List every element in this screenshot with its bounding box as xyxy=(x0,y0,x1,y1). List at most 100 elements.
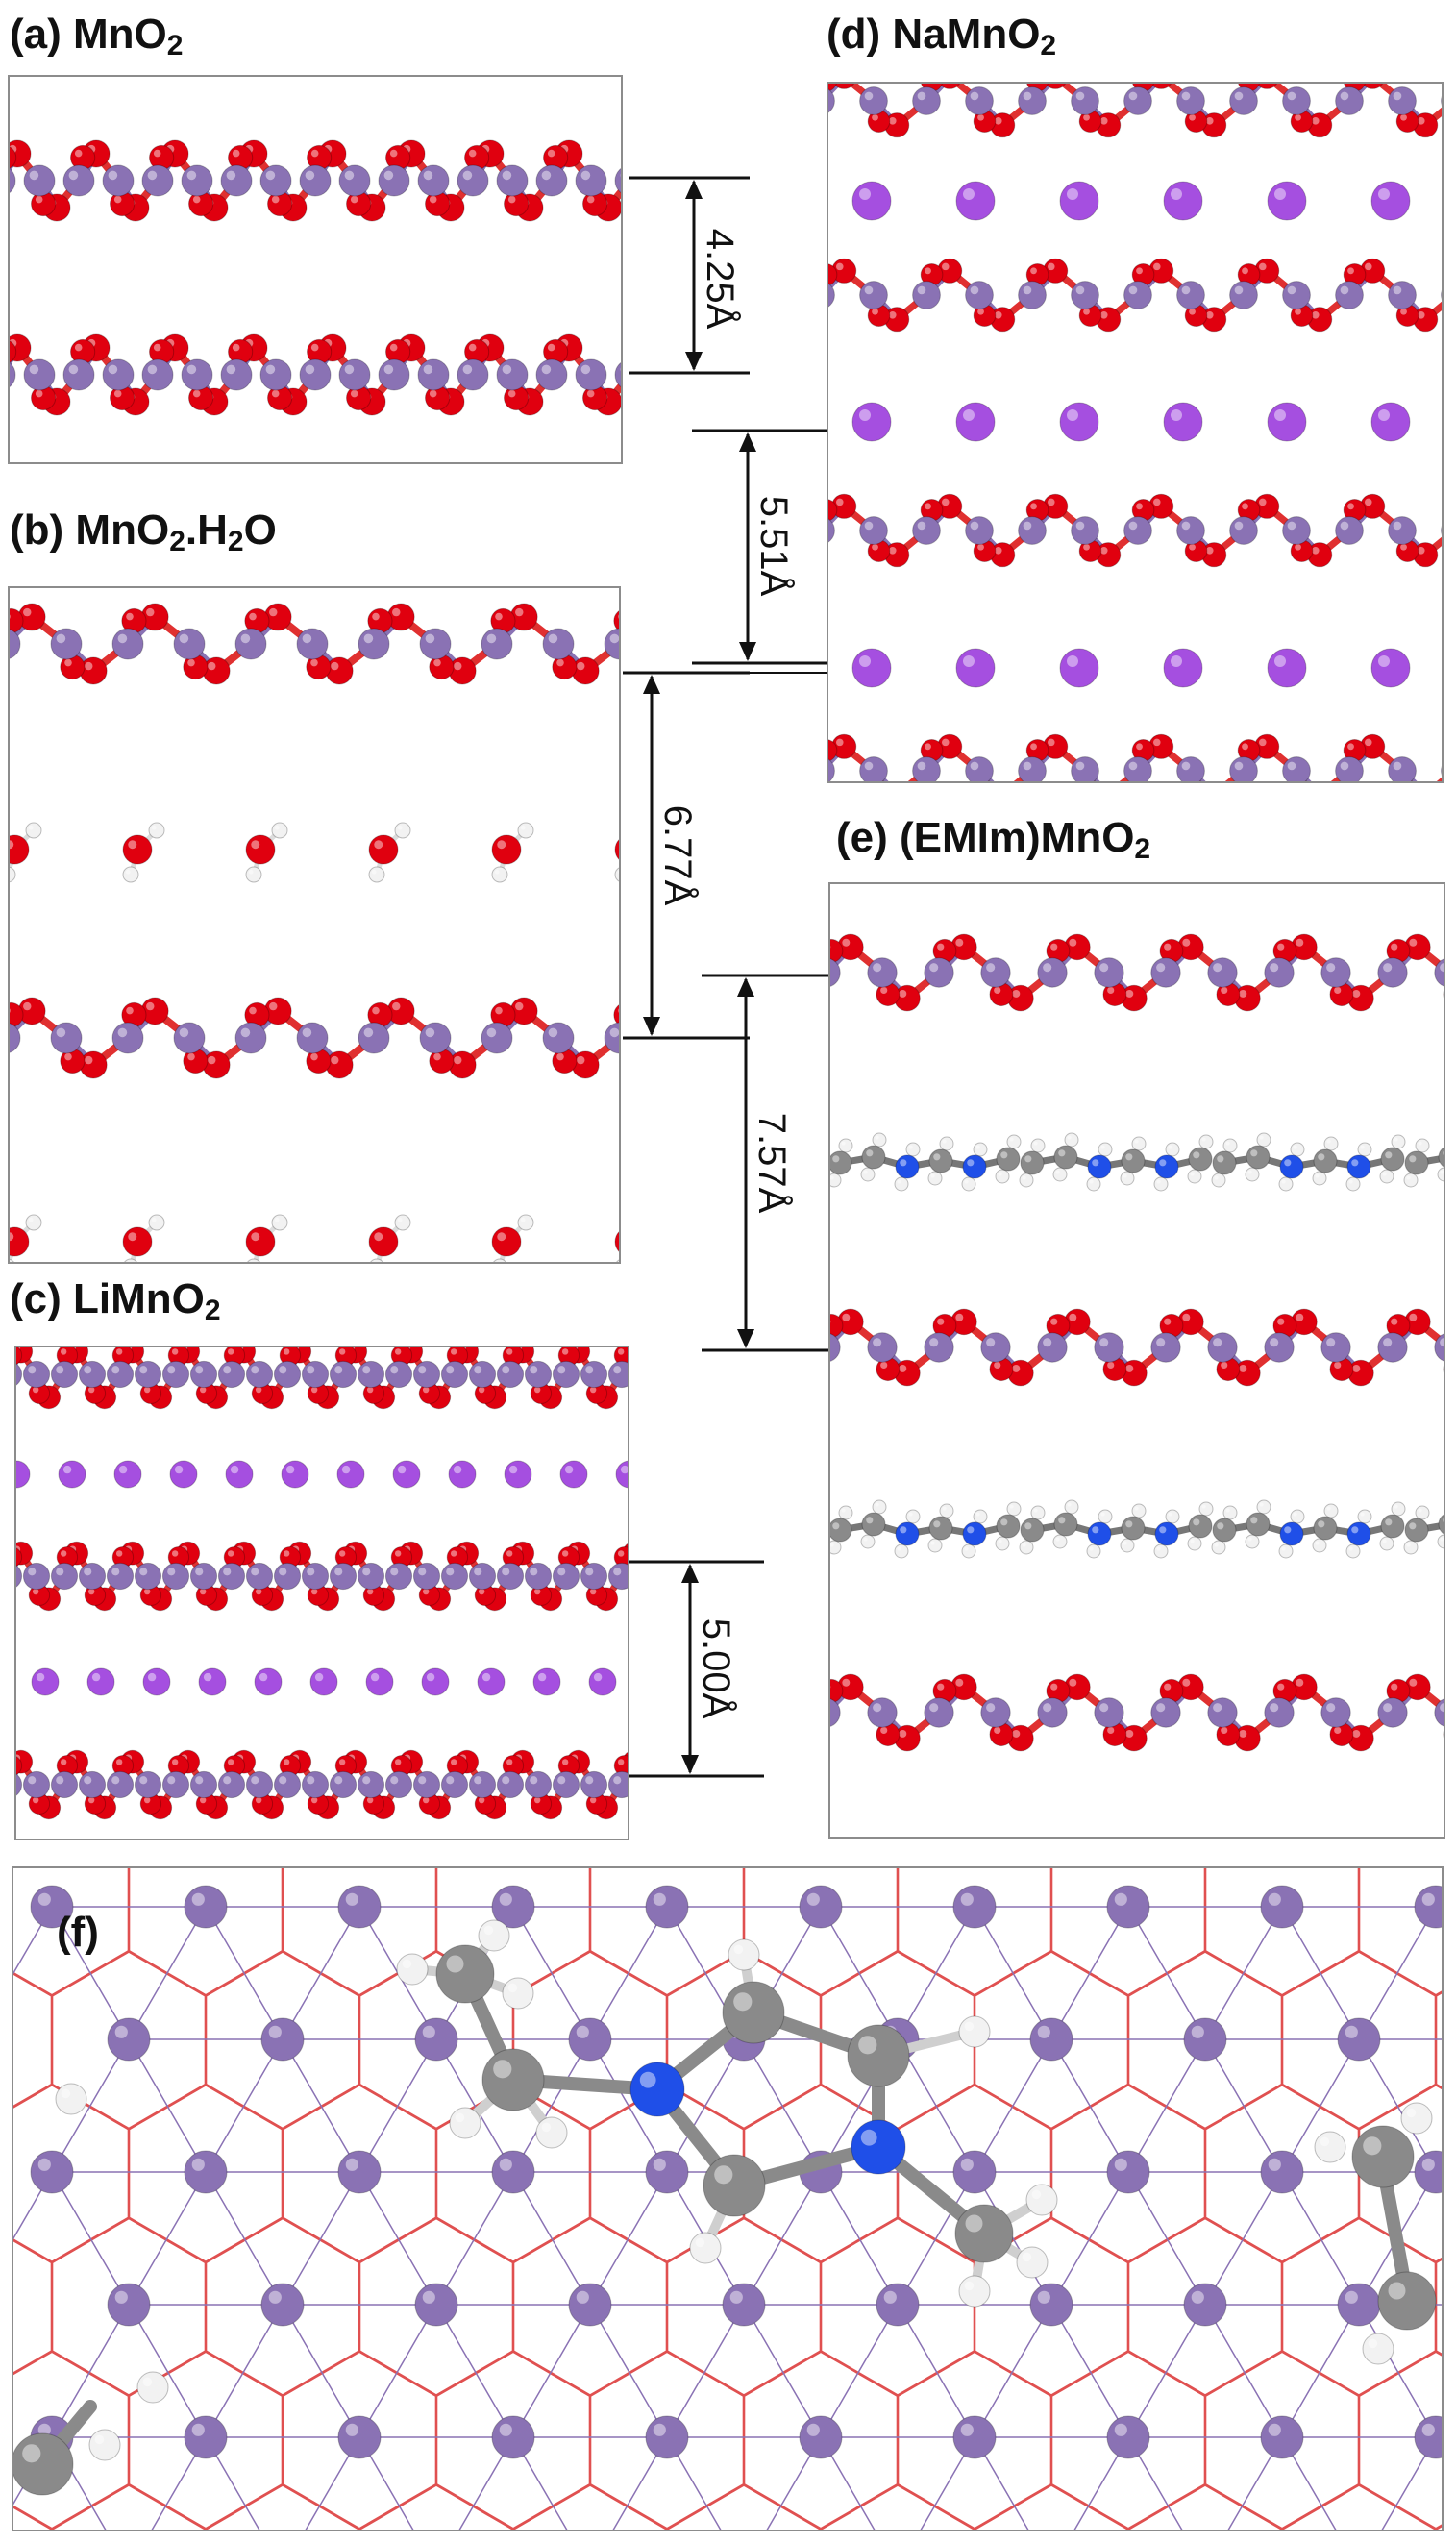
nitrogen-atom-highlight xyxy=(1284,1526,1292,1534)
carbon-atom-highlight xyxy=(1443,1150,1444,1156)
hydrogen-atom xyxy=(394,1214,411,1231)
hydrogen-atom-highlight xyxy=(964,1546,969,1551)
oxygen-atom-highlight xyxy=(1312,547,1320,555)
manganese-atom-highlight xyxy=(28,1366,37,1374)
hydrogen-atom-highlight xyxy=(1293,1145,1297,1149)
water-oxygen-atom-highlight xyxy=(374,840,383,850)
manganese-atom xyxy=(1037,1332,1068,1363)
oxygen-atom-highlight xyxy=(87,1386,95,1394)
manganese-atom-highlight xyxy=(917,761,926,771)
manganese-atom-highlight xyxy=(265,170,276,181)
manganese-atom xyxy=(568,2017,612,2062)
oxygen-atom-highlight xyxy=(394,1348,402,1355)
carbon-atom-highlight xyxy=(1385,1151,1393,1159)
hydrogen-atom-highlight xyxy=(151,825,157,830)
hydrogen-atom-highlight xyxy=(964,1179,969,1184)
manganese-atom xyxy=(876,2283,920,2327)
manganese-atom xyxy=(16,1363,23,1386)
nitrogen-atom xyxy=(851,2119,906,2175)
manganese-atom xyxy=(217,1562,246,1591)
hydrogen-atom xyxy=(1030,1505,1046,1520)
manganese-atom xyxy=(106,1770,135,1799)
mn-o-bond xyxy=(616,633,619,648)
spacing-e-label: 7.57Å xyxy=(751,1113,794,1214)
manganese-atom xyxy=(62,164,95,197)
carbon-atom-highlight xyxy=(446,1955,464,1973)
oxygen-atom-highlight xyxy=(1100,117,1108,125)
manganese-atom xyxy=(189,1360,218,1389)
carbon-atom-highlight xyxy=(866,1517,874,1524)
oxygen-atom-highlight xyxy=(1048,498,1055,506)
hydrogen-atom-highlight xyxy=(618,1262,621,1264)
manganese-atom-highlight xyxy=(1287,285,1296,295)
manganese-atom xyxy=(830,1333,841,1362)
panel-c-title: (c) LiMnO2 xyxy=(10,1275,221,1326)
manganese-atom xyxy=(867,1332,898,1363)
manganese-atom-highlight xyxy=(1128,761,1138,771)
manganese-atom xyxy=(457,358,489,391)
hydrogen-atom xyxy=(394,822,411,839)
manganese-atom xyxy=(552,1770,580,1799)
carbon-atom xyxy=(1404,1518,1429,1543)
hydrogen-atom xyxy=(1245,1167,1260,1182)
manganese-atom-highlight xyxy=(1023,285,1032,295)
hydrogen-atom xyxy=(1403,1173,1419,1188)
manganese-atom xyxy=(980,1332,1011,1363)
oxygen-atom-highlight xyxy=(872,308,878,315)
manganese-atom xyxy=(384,1562,413,1591)
oxygen-atom-highlight xyxy=(1277,1683,1285,1691)
carbon-atom-highlight xyxy=(1000,1518,1008,1526)
manganese-atom xyxy=(1264,957,1295,988)
hydrogen-atom-highlight xyxy=(1022,1543,1026,1547)
mn-lattice-line xyxy=(1050,1906,1129,2040)
manganese-atom xyxy=(16,1773,23,1796)
oxygen-atom-highlight xyxy=(199,1386,207,1394)
oxygen-atom-highlight xyxy=(586,389,595,398)
oxygen-atom-highlight xyxy=(1012,989,1021,998)
hydrogen-atom xyxy=(1312,1538,1327,1553)
oxygen-atom-highlight xyxy=(533,1588,541,1595)
oxygen-atom-highlight xyxy=(1334,986,1342,995)
sodium-ion-highlight xyxy=(1274,188,1286,200)
mn-o-bond xyxy=(1436,777,1442,781)
manganese-atom xyxy=(378,358,410,391)
manganese-atom-highlight xyxy=(557,1366,566,1374)
sodium-ion-highlight xyxy=(859,655,871,667)
manganese-atom xyxy=(161,1562,190,1591)
manganese-atom xyxy=(23,358,56,391)
oxygen-atom-highlight xyxy=(547,149,555,158)
oxygen-atom-highlight xyxy=(1418,547,1425,555)
manganese-atom-highlight xyxy=(334,1366,343,1374)
hydrogen-atom xyxy=(1153,1543,1169,1559)
oxygen-atom-highlight xyxy=(942,738,950,747)
oxygen-atom-highlight xyxy=(1206,547,1214,555)
oxygen-atom-highlight xyxy=(1182,1678,1191,1687)
hydrogen-atom xyxy=(1019,1540,1034,1555)
manganese-atom-highlight xyxy=(548,633,558,644)
manganese-atom-highlight xyxy=(986,963,996,973)
hydrogen-atom xyxy=(961,1176,976,1192)
hydrogen-atom xyxy=(55,2083,87,2115)
panel-b-title: (b) MnO2.H2O xyxy=(10,506,277,557)
water-oxygen-atom-highlight xyxy=(620,840,621,849)
oxygen-atom-highlight xyxy=(1136,267,1143,275)
mn-lattice-line xyxy=(128,2171,207,2306)
manganese-atom-highlight xyxy=(499,2158,512,2171)
manganese-atom-highlight xyxy=(502,364,512,375)
oxygen-atom xyxy=(828,739,838,762)
manganese-atom xyxy=(1320,1332,1351,1363)
oxygen-atom-highlight xyxy=(872,543,878,551)
nitrogen-atom-highlight xyxy=(1159,1159,1167,1167)
oxygen-atom-highlight xyxy=(227,1348,234,1355)
hydrogen-atom-highlight xyxy=(507,1983,518,1993)
manganese-atom-highlight xyxy=(345,2423,358,2436)
oxygen-atom-highlight xyxy=(1182,1313,1191,1321)
emim-mno2-structure-drawing xyxy=(830,933,1444,1752)
manganese-atom-highlight xyxy=(111,1366,120,1374)
oxygen-atom-highlight xyxy=(506,1550,513,1557)
manganese-atom xyxy=(1229,516,1258,545)
oxygen-atom-highlight xyxy=(271,195,280,204)
manganese-atom xyxy=(10,361,16,388)
manganese-atom-highlight xyxy=(179,633,189,644)
oxygen-atom-highlight xyxy=(60,1348,67,1355)
